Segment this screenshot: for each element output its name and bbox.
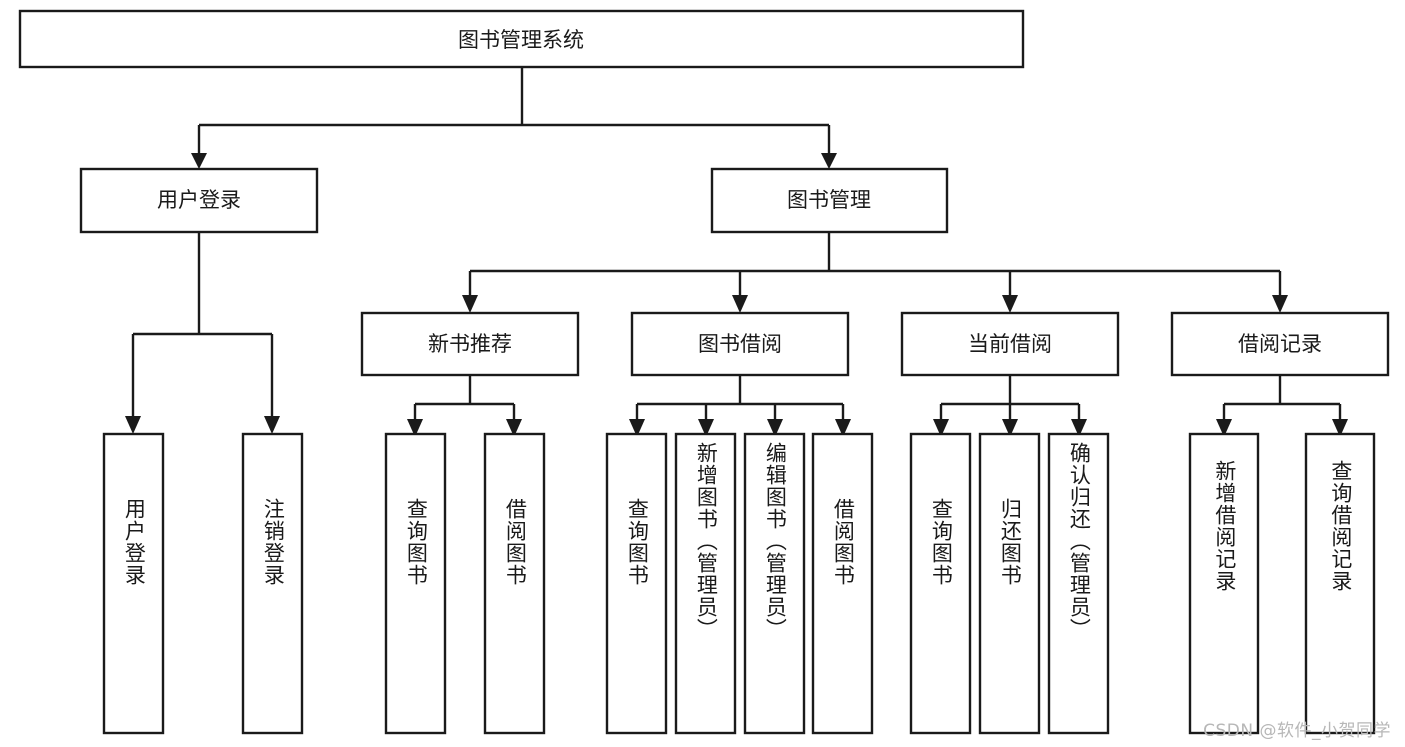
node-root[interactable]: 图书管理系统 — [18, 9, 1025, 69]
node-borrow-record-label: 借阅记录 — [1238, 332, 1322, 356]
node-book-borrow-label: 图书借阅 — [698, 332, 782, 356]
leaf-box-add-book[interactable] — [674, 432, 737, 735]
watermark: CSDN @软件_小贺同学 — [1203, 721, 1391, 741]
leaf-box-query-book-1[interactable] — [384, 432, 447, 735]
leaf-box-confirm-return[interactable] — [1047, 432, 1110, 735]
node-borrow-record[interactable]: 借阅记录 — [1170, 311, 1390, 377]
arrow-head-icon — [407, 419, 423, 437]
arrow-head-icon — [462, 295, 478, 313]
node-current-borrow[interactable]: 当前借阅 — [900, 311, 1120, 377]
connector-current-borrow-to-leaves — [933, 375, 1087, 437]
connector-borrow-record-to-leaves — [1216, 375, 1348, 437]
arrow-head-icon — [1071, 419, 1087, 437]
arrow-head-icon — [821, 153, 837, 169]
arrow-head-icon — [191, 153, 207, 169]
node-book-borrow[interactable]: 图书借阅 — [630, 311, 850, 377]
leaf-box-logout[interactable] — [241, 432, 304, 735]
leaf-box-add-borrow-record[interactable] — [1188, 432, 1260, 735]
node-book-management[interactable]: 图书管理 — [710, 167, 949, 234]
arrow-head-icon — [1332, 419, 1348, 437]
arrow-head-icon — [264, 416, 280, 434]
leaf-box-edit-book[interactable] — [743, 432, 806, 735]
node-user-login[interactable]: 用户登录 — [79, 167, 319, 234]
leaf-box-borrow-book-2[interactable] — [811, 432, 874, 735]
arrow-head-icon — [698, 419, 714, 437]
node-root-box[interactable] — [18, 9, 1025, 69]
leaf-box-user-login[interactable] — [102, 432, 165, 735]
arrow-head-icon — [1002, 419, 1018, 437]
connector-root-to-level1 — [191, 67, 837, 169]
node-new-book-recommend-box[interactable] — [360, 311, 580, 377]
arrow-head-icon — [1216, 419, 1232, 437]
node-user-login-label: 用户登录 — [157, 188, 241, 212]
connector-user-login-to-leaves — [125, 232, 280, 434]
leaf-box-query-book-2[interactable] — [605, 432, 668, 735]
leaf-box-return-book[interactable] — [978, 432, 1041, 735]
arrow-head-icon — [629, 419, 645, 437]
connector-book-borrow-to-leaves — [629, 375, 851, 437]
arrow-head-icon — [732, 295, 748, 313]
node-current-borrow-box[interactable] — [900, 311, 1120, 377]
node-user-login-box[interactable] — [79, 167, 319, 234]
arrow-head-icon — [1002, 295, 1018, 313]
node-current-borrow-label: 当前借阅 — [968, 332, 1052, 356]
node-new-book-recommend-label: 新书推荐 — [428, 332, 512, 356]
arrow-head-icon — [767, 419, 783, 437]
leaf-box-borrow-book-1[interactable] — [483, 432, 546, 735]
node-book-management-label: 图书管理 — [787, 188, 871, 212]
node-root-label: 图书管理系统 — [458, 28, 584, 52]
arrow-head-icon — [125, 416, 141, 434]
arrow-head-icon — [506, 419, 522, 437]
connector-new-book-recommend-to-leaves — [407, 375, 522, 437]
arrow-head-icon — [835, 419, 851, 437]
leaf-box-query-borrow-record[interactable] — [1304, 432, 1376, 735]
leaf-box-query-book-3[interactable] — [909, 432, 972, 735]
arrow-head-icon — [933, 419, 949, 437]
node-new-book-recommend[interactable]: 新书推荐 — [360, 311, 580, 377]
connector-book-management-to-level2 — [462, 232, 1288, 313]
arrow-head-icon — [1272, 295, 1288, 313]
